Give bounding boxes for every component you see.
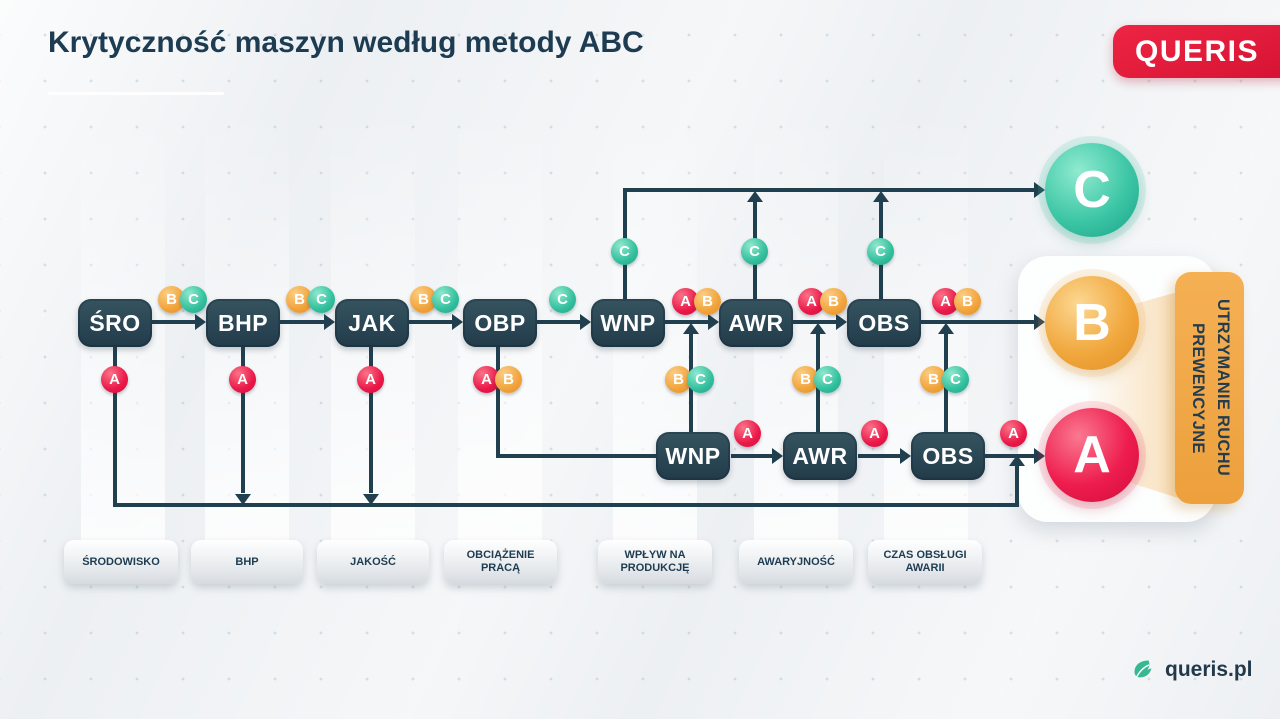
ribbon-line-1: PREWENCYJNE <box>1189 322 1207 454</box>
connector-line <box>1015 466 1019 507</box>
connector-line <box>113 503 1019 507</box>
connector-line <box>369 347 373 493</box>
output-circle-a: A <box>1045 408 1139 502</box>
output-circle-c: C <box>1045 143 1139 237</box>
badge-b: B <box>954 288 981 315</box>
node-obp: OBP <box>463 299 537 347</box>
arrowhead-right <box>324 314 335 330</box>
badge-b: B <box>820 288 847 315</box>
page-title: Krytyczność maszyn według metody ABC <box>48 26 644 59</box>
node-obs: OBS <box>847 299 921 347</box>
connector-line <box>537 320 581 324</box>
connector-line <box>496 347 500 458</box>
badge-c: C <box>432 286 459 313</box>
criteria-label-obciazenie: OBCIĄŻENIE PRACĄ <box>444 540 557 584</box>
connector-line <box>409 320 453 324</box>
criteria-label-awaryjnosc: AWARYJNOŚĆ <box>739 540 853 584</box>
connector-line <box>152 320 196 324</box>
badge-a: A <box>229 366 256 393</box>
arrowhead-right <box>1034 314 1045 330</box>
arrowhead-down <box>363 494 379 505</box>
footer-brand: queris.pl <box>1130 656 1253 683</box>
criteria-label-srodowisko: ŚRODOWISKO <box>64 540 178 584</box>
badge-b: B <box>694 288 721 315</box>
node-wnp: WNP <box>591 299 665 347</box>
connector-line <box>665 320 709 324</box>
criteria-label-czas-obslugi: CZAS OBSŁUGI AWARII <box>868 540 982 584</box>
arrowhead-right <box>1034 182 1045 198</box>
arrowhead-up <box>938 323 954 334</box>
criteria-label-bhp: BHP <box>191 540 303 584</box>
arrowhead-up <box>810 323 826 334</box>
node-wnp-lower: WNP <box>656 432 730 480</box>
badge-c: C <box>180 286 207 313</box>
badge-c: C <box>814 366 841 393</box>
connector-line <box>241 347 245 493</box>
queris-logo: QUERIS <box>1113 25 1280 78</box>
connector-line <box>921 320 1036 324</box>
badge-a: A <box>1000 420 1027 447</box>
badge-a: A <box>357 366 384 393</box>
node-bhp: BHP <box>206 299 280 347</box>
node-awr: AWR <box>719 299 793 347</box>
title-underline <box>48 92 224 95</box>
connector-line <box>731 454 774 458</box>
badge-a: A <box>734 420 761 447</box>
arrowhead-up <box>873 191 889 202</box>
leaf-icon <box>1130 656 1157 683</box>
badge-c: C <box>687 366 714 393</box>
badge-c: C <box>942 366 969 393</box>
node-jak: JAK <box>335 299 409 347</box>
arrowhead-up <box>747 191 763 202</box>
arrowhead-up <box>683 323 699 334</box>
badge-c: C <box>308 286 335 313</box>
ribbon-line-2: UTRZYMANIE RUCHU <box>1214 299 1232 477</box>
arrowhead-right <box>195 314 206 330</box>
arrowhead-right <box>900 448 911 464</box>
node-obs-lower: OBS <box>911 432 985 480</box>
badge-c: C <box>549 286 576 313</box>
node-sro: ŚRO <box>78 299 152 347</box>
criteria-label-jakosc: JAKOŚĆ <box>317 540 429 584</box>
arrowhead-right <box>580 314 591 330</box>
connector-line <box>498 454 656 458</box>
arrowhead-up <box>1009 455 1025 466</box>
connector-line <box>113 347 117 507</box>
badge-c: C <box>867 238 894 265</box>
website-text: queris.pl <box>1165 657 1253 681</box>
preventive-maintenance-ribbon: PREWENCYJNE UTRZYMANIE RUCHU <box>1175 272 1244 504</box>
output-circle-b: B <box>1045 276 1139 370</box>
connector-line <box>623 188 1036 192</box>
node-awr-lower: AWR <box>783 432 857 480</box>
connector-line <box>858 454 902 458</box>
arrowhead-right <box>452 314 463 330</box>
criteria-label-wplyw: WPŁYW NA PRODUKCJĘ <box>598 540 712 584</box>
arrowhead-right <box>1034 448 1045 464</box>
badge-c: C <box>741 238 768 265</box>
connector-line <box>280 320 325 324</box>
connector-line <box>793 320 837 324</box>
badge-a: A <box>861 420 888 447</box>
badge-c: C <box>611 238 638 265</box>
queris-logo-text: QUERIS <box>1135 34 1260 68</box>
arrowhead-down <box>235 494 251 505</box>
arrowhead-right <box>708 314 719 330</box>
arrowhead-right <box>836 314 847 330</box>
badge-a: A <box>101 366 128 393</box>
badge-b: B <box>495 366 522 393</box>
arrowhead-right <box>772 448 783 464</box>
